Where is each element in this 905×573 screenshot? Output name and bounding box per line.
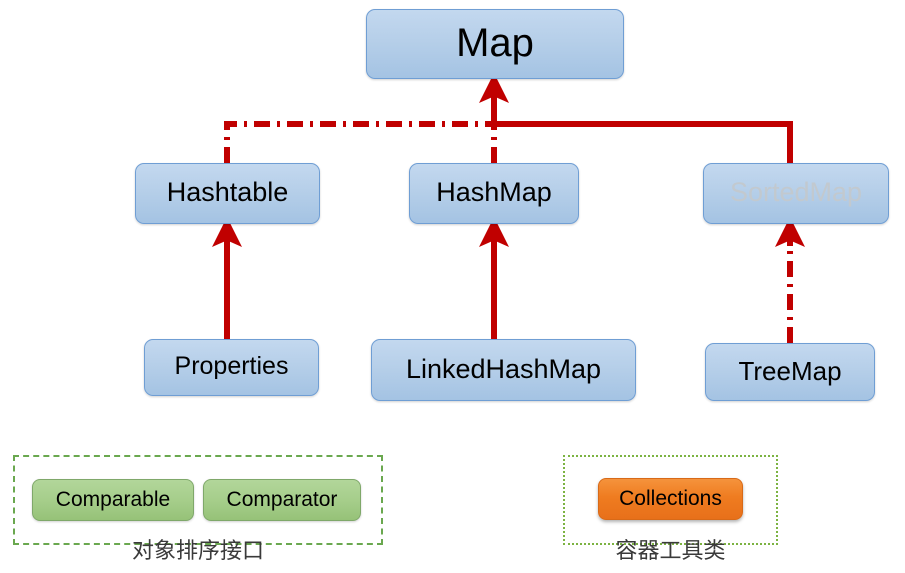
class-node-label: SortedMap: [729, 177, 863, 207]
legend-group-sorting-interfaces: [13, 455, 383, 545]
class-node-sortedmap[interactable]: SortedMap: [703, 163, 889, 224]
chip-label: Comparable: [55, 488, 171, 511]
legend-caption-sorting-interfaces: 对象排序接口: [131, 539, 264, 564]
legend-caption-container-utilities: 容器工具类: [615, 539, 726, 564]
chip-comparable[interactable]: Comparable: [32, 479, 194, 521]
class-node-linkedhashmap[interactable]: LinkedHashMap: [371, 339, 636, 401]
class-node-map[interactable]: Map: [366, 9, 624, 79]
class-node-label: LinkedHashMap: [405, 353, 602, 384]
class-node-hashtable[interactable]: Hashtable: [135, 163, 320, 224]
chip-label: Comparator: [226, 488, 338, 511]
class-node-label: TreeMap: [738, 356, 842, 386]
class-node-label: HashMap: [436, 177, 552, 207]
legend-group-container-utilities: [563, 455, 778, 545]
edge-hashtable-to-map: [224, 121, 495, 163]
chip-comparator[interactable]: Comparator: [203, 479, 361, 521]
chip-label: Collections: [619, 487, 722, 510]
class-node-label: Properties: [174, 352, 289, 380]
class-node-hashmap[interactable]: HashMap: [409, 163, 579, 224]
class-node-label: Hashtable: [166, 177, 289, 207]
chip-collections[interactable]: Collections: [598, 478, 743, 520]
edge-sortedmap-to-map: [495, 121, 793, 163]
class-node-properties[interactable]: Properties: [144, 339, 319, 396]
class-node-treemap[interactable]: TreeMap: [705, 343, 875, 401]
class-node-label: Map: [456, 21, 534, 65]
